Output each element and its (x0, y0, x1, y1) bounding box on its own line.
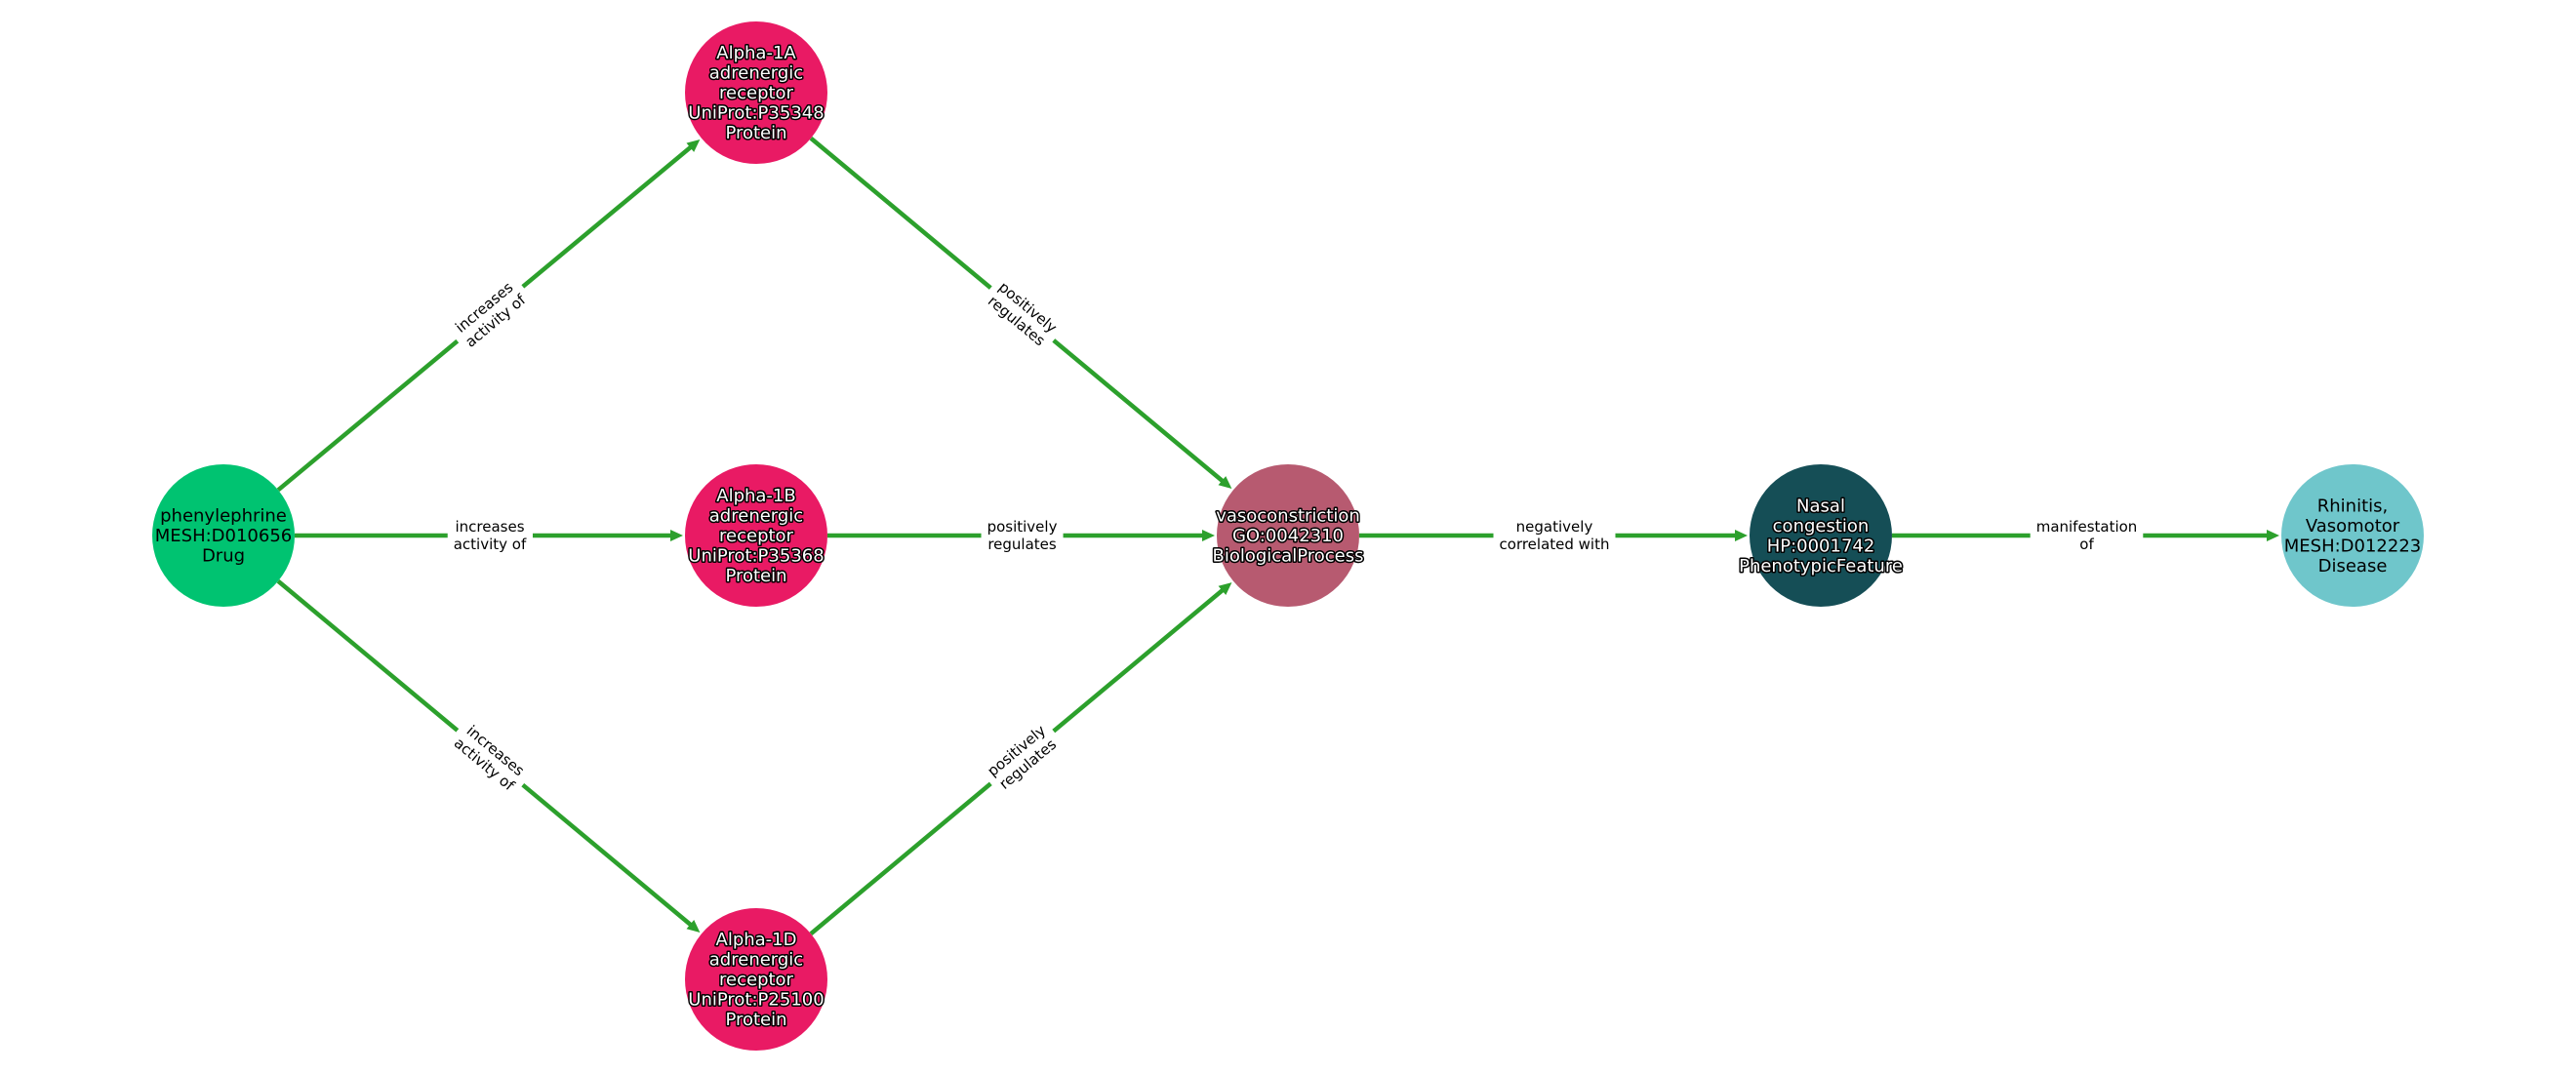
edge-label: positivelyregulates (978, 272, 1067, 356)
edge-alpha1a-to-vasoconstriction: positivelyregulates (809, 136, 1232, 489)
node-circle[interactable] (1217, 464, 1359, 607)
node-circle[interactable] (1750, 464, 1892, 607)
node-label-line: receptor (719, 526, 794, 546)
edge-label-line: activity of (454, 536, 527, 553)
node-label-line: UniProt:P35348 (688, 103, 824, 124)
node-label-line: BiologicalProcess (1212, 546, 1363, 567)
edge-phenylephrine-to-alpha1d: increasesactivity of (276, 579, 701, 933)
edge-label-background (978, 716, 1067, 799)
node-label-line: UniProt:P25100 (688, 990, 824, 1011)
edge-label-line: manifestation (2036, 518, 2138, 536)
arrowhead-icon (1735, 530, 1748, 541)
node-circle[interactable] (685, 21, 827, 164)
edge-label-background (1493, 516, 1616, 555)
node-label-line: PhenotypicFeature (1739, 556, 1903, 576)
node-label-line: adrenergic (709, 506, 803, 527)
arrowhead-icon (670, 530, 683, 541)
node-circle[interactable] (2281, 464, 2424, 607)
edge-label-line: correlated with (1500, 536, 1610, 553)
arrowhead-icon (686, 920, 701, 933)
node-circle[interactable] (685, 464, 827, 607)
node-label-line: UniProt:P35368 (688, 546, 824, 567)
edge-label-line: negatively (1516, 518, 1593, 536)
node-label-line: Alpha-1B (716, 486, 795, 506)
node-label-line: Alpha-1A (716, 43, 796, 63)
arrowhead-icon (1218, 476, 1232, 489)
node-label-line: Disease (2318, 556, 2388, 576)
edge-label-background (981, 516, 1064, 555)
node-circle[interactable] (152, 464, 295, 607)
node-label-line: adrenergic (709, 950, 803, 971)
node-label-line: Protein (725, 123, 786, 143)
node-label-line: GO:0042310 (1232, 526, 1344, 546)
node-label-line: adrenergic (709, 63, 803, 84)
node-label-line: Protein (725, 566, 786, 586)
edge-label-background (978, 272, 1067, 356)
node-label-line: congestion (1773, 516, 1870, 536)
edge-label: positivelyregulates (978, 716, 1067, 799)
edge-label-line: increases (455, 518, 524, 536)
node-label-line: receptor (719, 970, 794, 990)
edge-label-background (2030, 516, 2144, 555)
node-label-line: Drug (202, 546, 245, 567)
edge-label-line: regulates (987, 536, 1057, 553)
arrowhead-icon (1218, 582, 1232, 596)
node-label-line: phenylephrine (160, 506, 287, 527)
node-circle[interactable] (685, 908, 827, 1051)
arrowhead-icon (1202, 530, 1215, 541)
node-label-line: HP:0001742 (1767, 536, 1875, 556)
node-label-line: Nasal (1796, 496, 1845, 516)
edge-label: increasesactivity of (444, 715, 536, 801)
node-label-line: MESH:D010656 (155, 526, 293, 546)
node-label-line: receptor (719, 83, 794, 103)
node-label-line: Rhinitis, (2317, 496, 2388, 516)
node-label-line: Alpha-1D (716, 930, 797, 950)
node-label-line: Vasomotor (2306, 516, 2400, 536)
edge-label: increasesactivity of (444, 271, 536, 357)
node-label-line: vasoconstriction (1216, 506, 1360, 527)
edge-label-background (444, 271, 536, 357)
edge-label-background (444, 715, 536, 801)
edge-phenylephrine-to-alpha1a: increasesactivity of (276, 139, 701, 493)
arrowhead-icon (686, 139, 701, 152)
edge-label-line: of (2079, 536, 2094, 553)
edge-label-background (447, 516, 533, 555)
node-label-line: Protein (725, 1010, 786, 1030)
node-label-line: MESH:D012223 (2284, 536, 2422, 556)
edge-alpha1d-to-vasoconstriction: positivelyregulates (809, 582, 1232, 935)
edge-label-line: positively (987, 518, 1058, 536)
arrowhead-icon (2267, 530, 2279, 541)
